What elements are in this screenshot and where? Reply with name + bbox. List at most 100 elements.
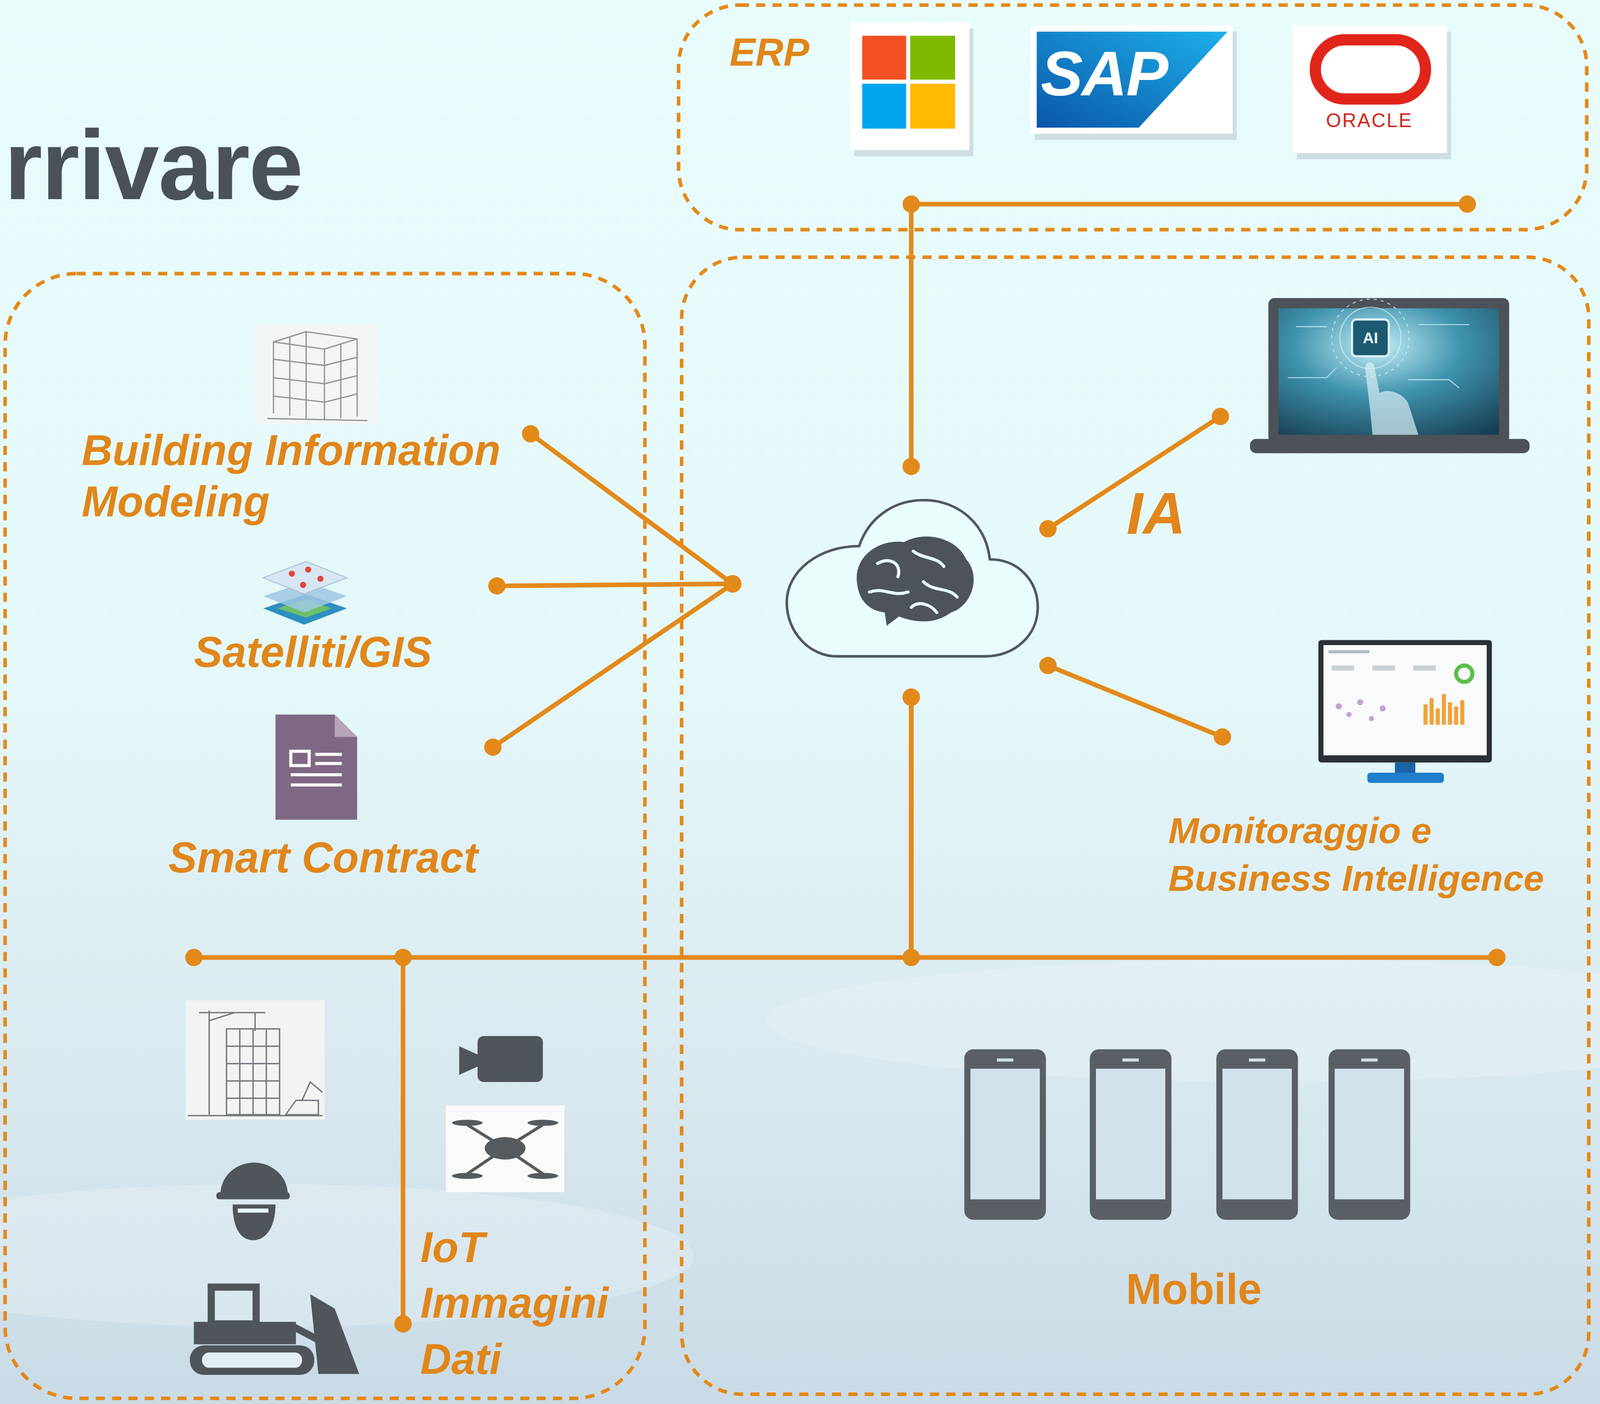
dashboard-monitor [1435, 708, 1441, 725]
drone-picture [452, 1119, 559, 1179]
connector-dot [723, 574, 742, 593]
connector-line [1047, 665, 1223, 737]
map-layers-icon [317, 575, 324, 582]
wire-dot [902, 195, 921, 213]
drone-picture [467, 1124, 544, 1174]
camera-icon [477, 1035, 543, 1082]
drone-picture [445, 1104, 565, 1192]
worker-icon [232, 1203, 276, 1240]
connector-dot [483, 738, 502, 756]
dashboard-monitor [1331, 665, 1354, 671]
source-item: Satelliti/GIS [193, 559, 497, 687]
connector-dot [394, 1314, 412, 1333]
laptop-picture [1340, 307, 1402, 369]
region-outline [681, 257, 1589, 1395]
phone-icon [1095, 1068, 1166, 1200]
connector-dot [902, 688, 921, 706]
building-sketch [255, 324, 378, 424]
background-glow [0, 959, 1600, 1327]
dashboard-monitor [1413, 665, 1436, 671]
construction-site-sketch [187, 1010, 323, 1116]
dashboard-monitor [1423, 694, 1465, 725]
brain-icon [913, 551, 945, 567]
vendor-logo-squares [862, 35, 907, 80]
map-layers-icon [263, 561, 347, 625]
node-label: IA [1126, 483, 1186, 544]
phone-icon [1122, 1058, 1139, 1062]
drone-picture [527, 1119, 559, 1126]
vendor-logo: SAP [1030, 25, 1234, 134]
drone-picture [467, 1124, 544, 1174]
node-label: ORACLE [1297, 109, 1441, 133]
vendor-logo-squares [910, 83, 956, 129]
camera-icon [459, 1035, 543, 1082]
brain-icon [869, 590, 909, 594]
construction-site-sketch [187, 1114, 323, 1117]
map-layers-icon [304, 566, 312, 573]
vendor-logo-card [1292, 25, 1447, 154]
dashboard-monitor [1423, 704, 1428, 725]
node-label: Building Information Modeling [81, 424, 521, 528]
worker-icon [216, 1191, 291, 1199]
phone-icon [1361, 1058, 1378, 1062]
node-label: ERP [729, 29, 810, 77]
phone-group: Mobile [959, 957, 1498, 1325]
source-item: Smart Contract [168, 714, 493, 893]
vendor-logo-squares [862, 83, 907, 129]
wire [193, 954, 403, 960]
construction-site-sketch [285, 1081, 323, 1115]
brain-icon [911, 603, 937, 613]
phone-icon [1334, 1068, 1405, 1200]
map-layers-icon [263, 581, 347, 613]
laptop-picture [1278, 308, 1499, 435]
connector-line [909, 229, 914, 467]
laptop-picture [1352, 319, 1389, 356]
phone-icon [964, 1048, 1046, 1220]
brain-icon [923, 581, 958, 598]
brain-icon [856, 536, 974, 626]
dashboard-monitor [1331, 665, 1436, 671]
document-icon [290, 751, 342, 786]
connector-dot [488, 577, 506, 595]
dashboard-monitor [1455, 665, 1473, 682]
node-label: Mobile [964, 1263, 1424, 1315]
laptop-picture [1250, 298, 1530, 454]
phone-icon [964, 1048, 1410, 1220]
vendor-logo-card [1292, 25, 1452, 159]
map-layers-icon [288, 570, 295, 577]
chip-label: AI [1354, 328, 1386, 348]
building-sketch [255, 324, 378, 424]
phone-icon [970, 1068, 1040, 1200]
cloud-outline [786, 499, 1038, 656]
hub-cloud [732, 466, 1049, 698]
building-sketch [267, 331, 368, 421]
node-label: IoT Immagini Dati [420, 1219, 635, 1387]
connector-line [530, 433, 733, 584]
vendor-logo: ORACLE [1292, 25, 1447, 154]
region-outline [678, 5, 1587, 230]
field-source: IoT Immagini Dati [402, 1030, 649, 1393]
vendor-logo-squares [849, 22, 969, 150]
bulldozer-icon [211, 1286, 257, 1324]
laptop-device: IA [1220, 298, 1531, 457]
camera-icon [459, 1045, 478, 1075]
brain-icon [877, 560, 899, 577]
cloud-outline [786, 499, 1038, 656]
bulldozer-icon [310, 1293, 360, 1374]
document-icon [315, 761, 343, 766]
system-group: ERP SAP ORACLE [678, 5, 1587, 230]
dashboard-monitor [1346, 711, 1352, 717]
dashboard-monitor [1448, 702, 1453, 725]
dashboard-monitor [1367, 772, 1445, 783]
dashboard-monitor [1441, 694, 1446, 725]
phone-icon [1216, 1048, 1298, 1220]
phone-icon [1222, 1068, 1292, 1200]
wire [911, 201, 1468, 207]
laptop-picture [1287, 299, 1470, 389]
dashboard-monitor [1460, 699, 1465, 725]
document-icon [275, 714, 357, 820]
document-icon [290, 751, 310, 766]
dashboard-monitor [1379, 705, 1387, 712]
laptop-picture [1268, 298, 1510, 444]
